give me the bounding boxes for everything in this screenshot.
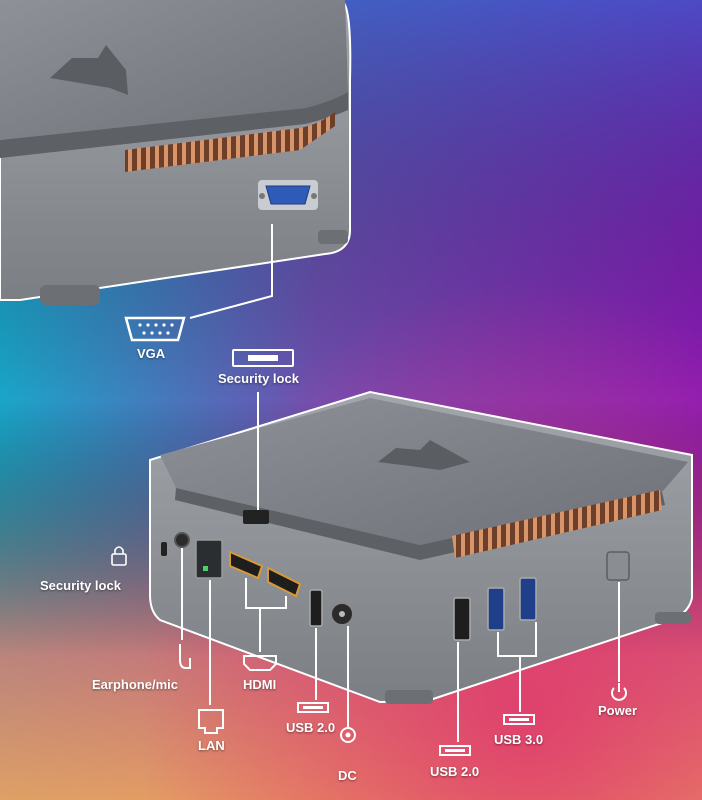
hdmi-port-1 [229,550,264,580]
dc-power-icon [340,727,356,743]
headphone-jack-icon [179,644,191,669]
power-button [606,551,630,581]
earphone-mic-label: Earphone/mic [92,677,178,692]
security-lock-side-label: Security lock [40,578,121,593]
logo-mark [50,45,128,95]
security-lock-top-icon [232,349,294,367]
usb2-port-right [453,597,471,641]
lan-label: LAN [198,738,225,753]
usb-port-icon [297,702,329,713]
usb30-label: USB 3.0 [494,732,544,747]
usb20-left-label: USB 2.0 [286,720,336,735]
vent-grille [452,490,662,558]
ethernet-port [195,539,223,579]
device-foot [385,690,433,704]
padlock-icon [111,546,127,566]
kensington-slot [161,542,167,556]
power-button-icon [611,683,627,701]
hdmi-port-icon [243,655,277,671]
power-label: Power [598,703,638,718]
vent-grille [125,112,335,172]
usb-port-icon [439,745,471,756]
device-foot [655,612,691,624]
vga-leader-line [189,224,273,319]
device-foot [318,230,348,244]
usb30-leader-line [497,622,537,657]
vga-label: VGA [137,346,166,361]
usb2-port-left [309,589,323,627]
security-lock-top-label: Security lock [218,371,299,386]
usb-port-icon [503,714,535,725]
security-slot-top [243,510,269,524]
audio-jack [174,532,190,548]
logo-mark [378,440,470,470]
hdmi-label: HDMI [243,677,277,692]
usb3-port-1 [487,587,505,631]
usb20-right-label: USB 2.0 [430,764,480,779]
mini-pc-rear-view [149,390,693,704]
ethernet-port-icon [198,709,224,734]
dc-label: DC [338,768,357,783]
device-foot [40,285,100,305]
vga-connector-icon [124,316,186,342]
usb3-port-2 [519,577,537,621]
mini-pc-top-view [0,0,352,305]
hdmi-port-2 [267,566,302,598]
hdmi-leader-line [245,578,287,609]
